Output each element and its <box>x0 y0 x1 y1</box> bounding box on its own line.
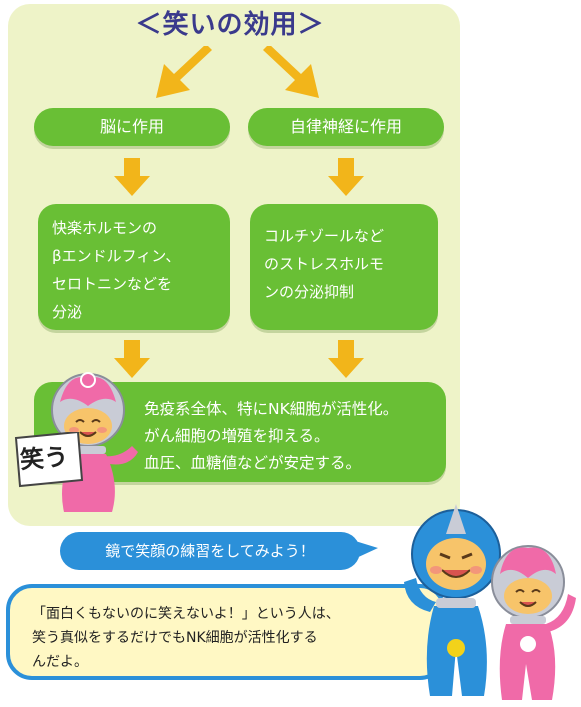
hormones-line: 快楽ホルモンの <box>52 219 158 237</box>
stress-line: のストレスホルモ <box>264 255 385 273</box>
bubble-tail <box>352 540 378 560</box>
box-brain-effect: 脳に作用 <box>34 108 230 146</box>
hormones-line: βエンドルフィン、 <box>52 247 181 265</box>
stress-line: ンの分泌抑制 <box>264 283 355 301</box>
box-stress-suppression: コルチゾールなど のストレスホルモ ンの分泌抑制 <box>250 204 438 330</box>
effects-line: がん細胞の増殖を抑える。 <box>144 427 330 445</box>
note-line: んだよ。 <box>32 654 88 670</box>
hormones-line: セロトニンなどを <box>52 275 173 293</box>
note-line: 笑う真似をするだけでもNK細胞が活性化する <box>32 630 318 646</box>
arrow-top-right <box>263 46 319 98</box>
box-autonomic-effect: 自律神経に作用 <box>248 108 444 146</box>
practice-smile-bubble: 鏡で笑顔の練習をしてみよう！ <box>60 532 360 570</box>
effects-line: 免疫系全体、特にNK細胞が活性化。 <box>144 400 399 418</box>
laugh-sign <box>14 432 84 488</box>
blue-character <box>404 504 501 696</box>
nk-cell-note: 「面白くもないのに笑えないよ！」という人は、 笑う真似をするだけでもNK細胞が活… <box>6 584 446 680</box>
arrow-down-right-1 <box>328 158 364 196</box>
pink-character <box>491 545 576 700</box>
arrow-down-left-1 <box>114 158 150 196</box>
box-pleasure-hormones: 快楽ホルモンの βエンドルフィン、 セロトニンなどを 分泌 <box>38 204 230 330</box>
effects-line: 血圧、血糖値などが安定する。 <box>144 454 362 472</box>
arrow-top-left <box>156 46 212 98</box>
laugh-sign-label: 笑う <box>19 442 69 475</box>
hormones-line: 分泌 <box>52 303 83 321</box>
stress-line: コルチゾールなど <box>264 227 385 245</box>
note-line: 「面白くもないのに笑えないよ！」という人は、 <box>32 606 340 622</box>
arrow-down-right-2 <box>328 340 364 378</box>
arrow-down-left-2 <box>114 340 150 378</box>
diagram-title: ＜笑いの効用＞ <box>135 10 325 40</box>
